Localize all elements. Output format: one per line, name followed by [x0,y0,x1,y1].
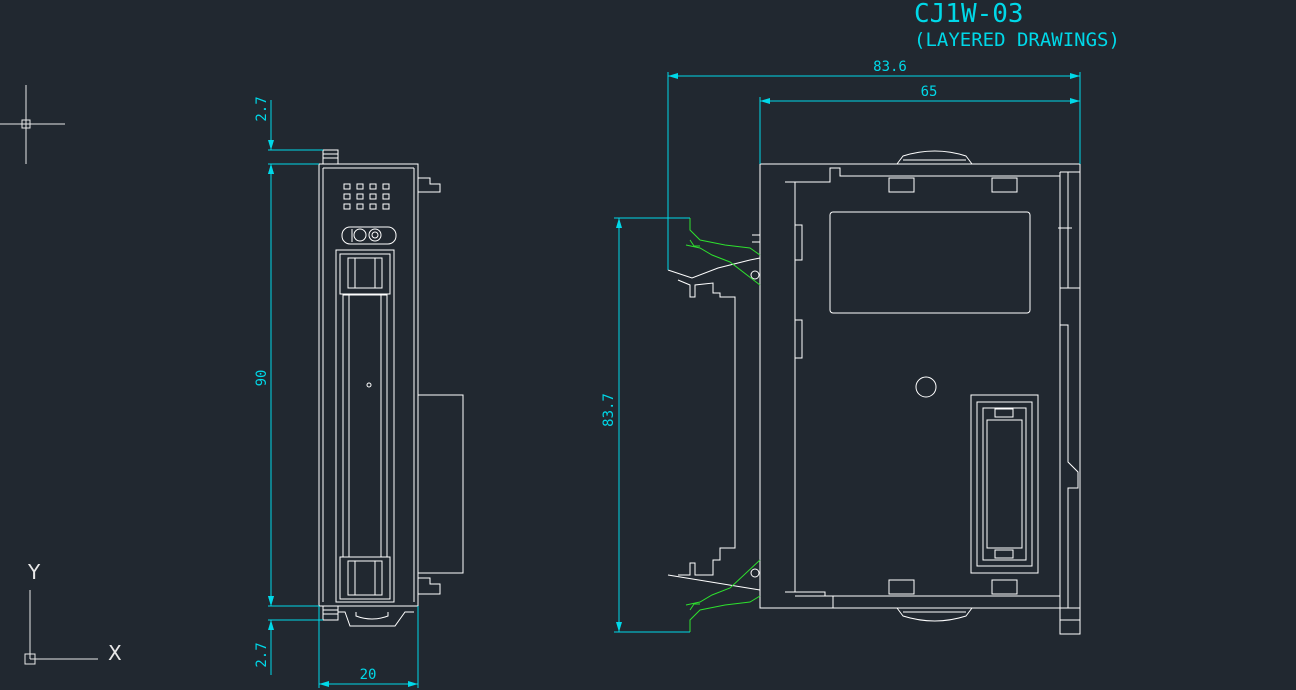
side-din-clip [667,234,761,591]
side-top-bump [896,150,973,165]
dim-bottom-gap: 2.7 [254,596,323,675]
side-slot [888,177,915,193]
front-view[interactable]: 2.7 90 2.7 20 [254,96,464,688]
side-bottom-bump [896,607,973,622]
side-slot [991,177,1018,193]
side-green-latch [685,218,761,632]
front-top-clip [418,177,441,193]
dim-total-depth: 83.6 [667,59,1081,270]
dim-rail-height: 83.7 [601,217,690,633]
dim-top-gap: 2.7 [254,96,323,174]
dim-top-gap-label: 2.7 [254,96,270,121]
side-hole [915,376,937,398]
dim-width-label: 20 [360,667,377,683]
front-bottom-clip [418,577,441,595]
crosshair-cursor-icon [0,85,65,164]
title-model: CJ1W-03 [914,0,1024,29]
front-top-nub [322,149,339,165]
dim-width: 20 [318,606,419,688]
dim-rail-height-label: 83.7 [601,393,617,427]
title-subtitle: (LAYERED DRAWINGS) [914,29,1120,51]
dim-height-label: 90 [254,370,270,387]
side-slot [888,579,915,595]
side-body [759,163,1081,609]
front-rotary-switch [341,226,397,245]
side-view[interactable]: 83.6 65 83.7 [601,59,1081,635]
dim-total-depth-label: 83.6 [873,59,907,75]
front-bottom-latch [322,605,414,627]
front-body [318,163,419,607]
dim-bottom-gap-label: 2.7 [254,642,270,667]
side-connector [970,394,1039,574]
dim-body-depth-label: 65 [921,84,938,100]
side-slot [991,579,1018,595]
ucs-x-label: X [108,641,122,665]
front-connector [335,249,395,603]
front-led-grid [343,183,390,210]
dim-height: 90 [254,164,274,606]
side-label-window [829,211,1031,314]
title-block: CJ1W-03 (LAYERED DRAWINGS) [914,0,1120,51]
front-side-connector [418,394,464,574]
ucs-axis-icon: Y X [24,560,122,665]
side-rear-edge [1058,171,1081,635]
dim-body-depth: 65 [759,84,1080,164]
ucs-y-label: Y [27,560,41,584]
